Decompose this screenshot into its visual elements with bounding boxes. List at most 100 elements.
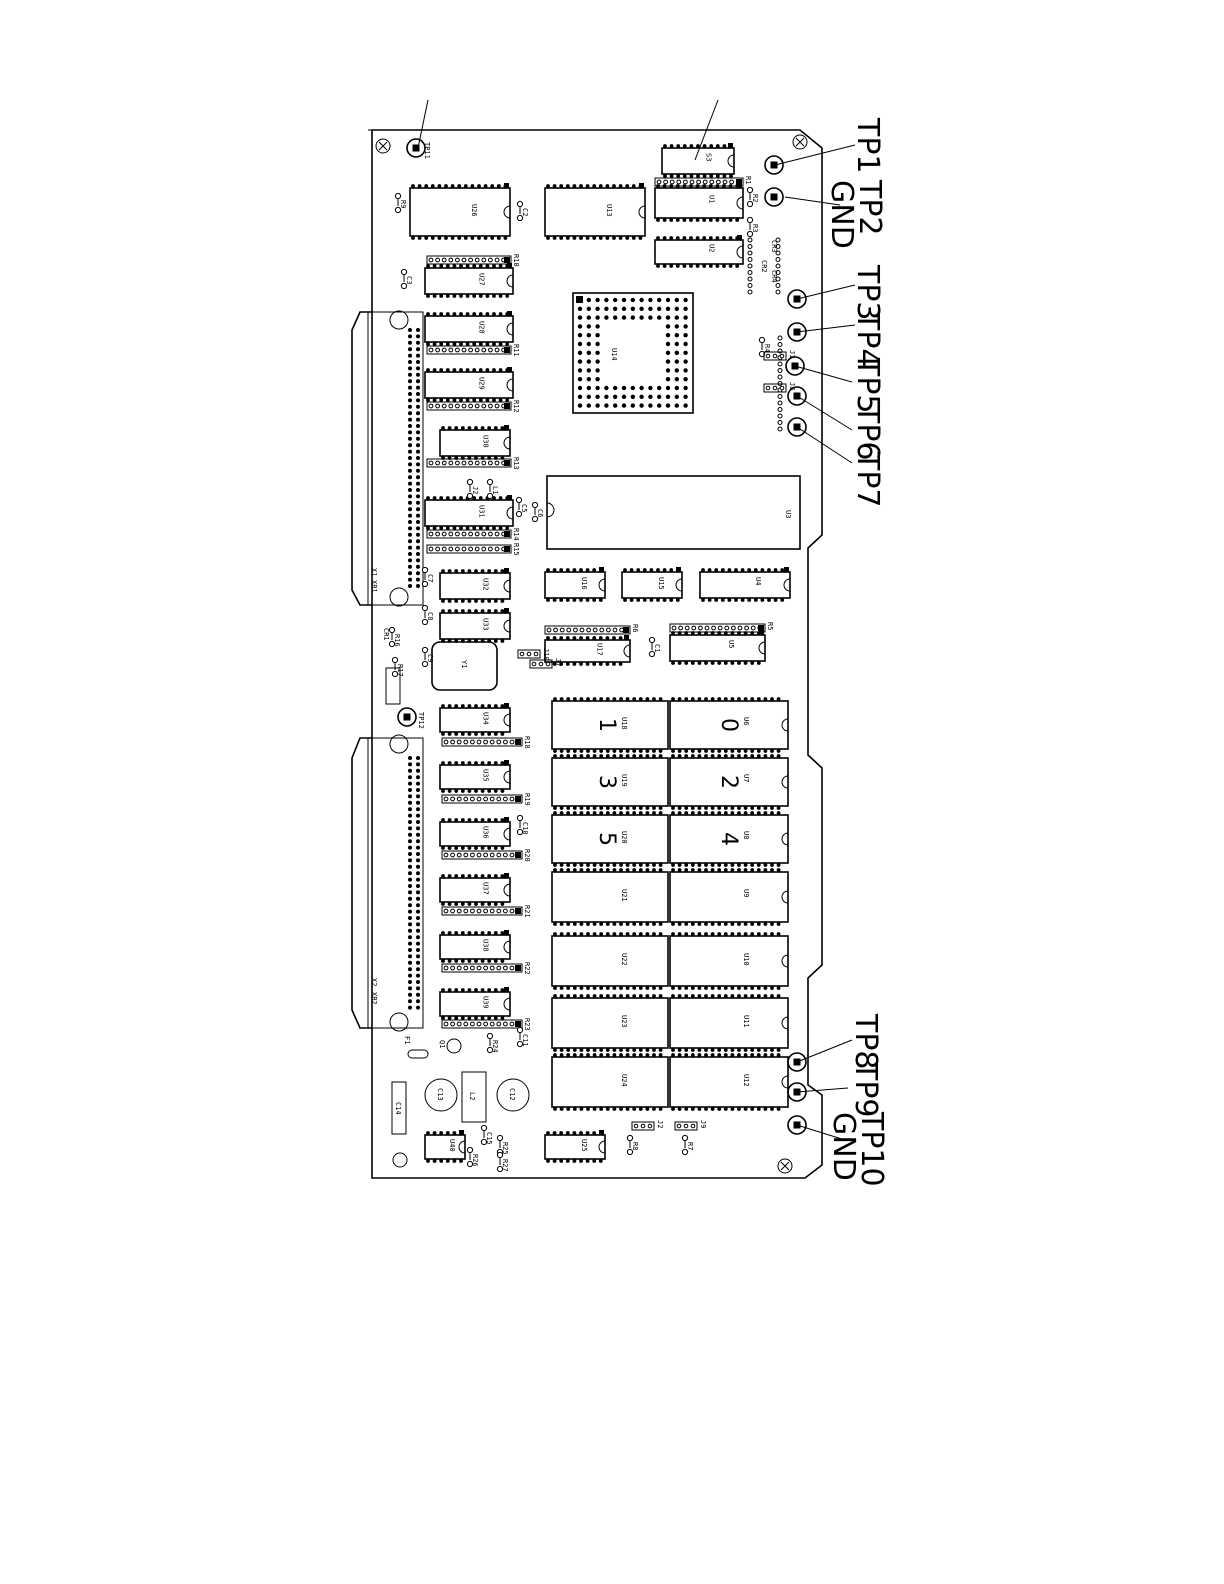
svg-text:C14: C14 <box>394 1102 402 1115</box>
callout-gnd-bottom: GND <box>826 1112 861 1181</box>
sip-r20: R20 <box>441 849 531 862</box>
chip-ref-label: U13 <box>605 204 613 217</box>
mounting-hole-bottom-right <box>777 1158 793 1174</box>
chip-ref-label: U9 <box>742 889 750 897</box>
jumper-label: J1 <box>788 350 796 358</box>
chip-u3: U3 <box>546 475 801 550</box>
resistor-pack-label: R5 <box>766 622 774 630</box>
memory-chip-u10: U10 <box>669 932 789 990</box>
chip-u17: U17 <box>544 635 631 666</box>
chip-ref-label: U23 <box>620 1015 628 1028</box>
memory-chip-u9: U9 <box>669 868 789 926</box>
chip-u40: U40 <box>424 1130 466 1163</box>
chip-u14-pga: U14 <box>572 292 694 414</box>
leader-line-s3 <box>694 99 719 161</box>
resistor-r4: R4 <box>758 336 771 358</box>
chip-ref-label: U39 <box>481 996 489 1009</box>
tp12-silk-label: TP12 <box>417 712 425 729</box>
memory-chip-u23: U23 <box>551 994 669 1052</box>
chip-u26: U26 <box>409 183 511 240</box>
cr3-label: CR3 <box>770 240 778 253</box>
capacitor-c12: C12 <box>496 1078 530 1112</box>
resistor-r8: R8 <box>626 1134 639 1156</box>
capacitor-c3: C3 <box>400 268 413 290</box>
chip-ref-label: U38 <box>481 939 489 952</box>
resistor-r3: R3 <box>746 216 759 238</box>
sip-r15: R15 <box>426 543 520 556</box>
svg-text:F1: F1 <box>403 1036 411 1044</box>
part-label: C15 <box>485 1132 493 1145</box>
chip-u29: U29 <box>424 367 514 402</box>
part-label: C9 <box>426 654 434 662</box>
bank-digit-label: 4 <box>716 832 741 846</box>
resistor-pack-label: R19 <box>523 793 531 806</box>
chip-u5: U5 <box>669 630 766 665</box>
part-label: C7 <box>426 574 434 582</box>
chip-u33: U33 <box>439 608 511 643</box>
chip-u32: U32 <box>439 568 511 603</box>
chip-ref-label: U21 <box>620 889 628 902</box>
chip-ref-label: U2 <box>708 244 716 252</box>
fuse-f1: F1 <box>403 1036 429 1059</box>
chip-ref-label: U33 <box>481 618 489 631</box>
chip-ref-label: U37 <box>481 882 489 895</box>
chip-u16: U16 <box>544 567 606 602</box>
chip-ref-label: U31 <box>478 505 486 518</box>
test-point-layer <box>397 138 807 1135</box>
resistor-pack-label: R1 <box>744 176 752 184</box>
capacitor-c8: C8 <box>421 604 434 626</box>
chip-ref-label: U26 <box>470 204 478 217</box>
chip-u4: U4 <box>699 567 791 602</box>
part-label: C3 <box>405 276 413 284</box>
resistor-r9: R9 <box>394 192 407 214</box>
callout-tp3: TP3 <box>850 264 885 321</box>
callout-tp7: TP7 <box>850 451 885 508</box>
chip-ref-label: U11 <box>742 1015 750 1028</box>
resistor-pack-label: R14 <box>512 528 520 541</box>
part-label: C1 <box>653 644 661 652</box>
part-label: R3 <box>751 224 759 232</box>
part-label: R17 <box>396 664 404 677</box>
capacitor-c13: C13 <box>424 1078 458 1112</box>
capacitor-c15: C15 <box>480 1124 493 1146</box>
sip-r23: R23 <box>441 1018 531 1031</box>
callout-leaders <box>774 144 856 1141</box>
part-label: R25 <box>501 1142 509 1155</box>
test-point-tp2 <box>764 187 784 207</box>
jumper-label: J7 <box>554 658 562 666</box>
resistor-pack-label: R11 <box>512 344 520 357</box>
chip-u39: U39 <box>439 987 511 1020</box>
part-label: C11 <box>521 1034 529 1047</box>
chip-ref-label: U15 <box>657 577 665 590</box>
chip-ref-label: U6 <box>742 717 750 725</box>
jumper-j2: J2 <box>631 1120 664 1131</box>
part-label: R27 <box>501 1159 509 1172</box>
chip-ref-label: U8 <box>742 831 750 839</box>
callout-tp1: TP1 <box>850 117 885 174</box>
resistor-pack-label: R20 <box>523 849 531 862</box>
jumper-label: J10 <box>542 648 550 661</box>
svg-text:C13: C13 <box>436 1088 444 1101</box>
test-point-tp11 <box>406 138 426 158</box>
capacitor-c7: C7 <box>421 566 434 588</box>
chip-u1: U1 <box>654 183 744 222</box>
capacitor-c14: C14 <box>391 1081 407 1135</box>
part-label: R4 <box>763 344 771 352</box>
resistor-r17: R17 <box>391 656 404 678</box>
svg-text:L2: L2 <box>468 1092 476 1100</box>
capacitor-c2: C2 <box>516 200 529 222</box>
capacitor-c9: C9 <box>421 646 434 668</box>
bank-digit-label: 5 <box>594 832 619 846</box>
chip-ref-label: U1 <box>708 195 716 203</box>
chip-u34: U34 <box>439 703 511 736</box>
jumper-j7: J7 <box>529 658 562 669</box>
chip-ref-label: U40 <box>448 1139 456 1152</box>
cr4-label: CR4 <box>770 270 778 283</box>
jumper-j1: J1 <box>763 350 796 361</box>
svg-text:U3: U3 <box>784 510 792 518</box>
chip-ref-label: U32 <box>481 578 489 591</box>
chip-ref-label: U35 <box>481 769 489 782</box>
